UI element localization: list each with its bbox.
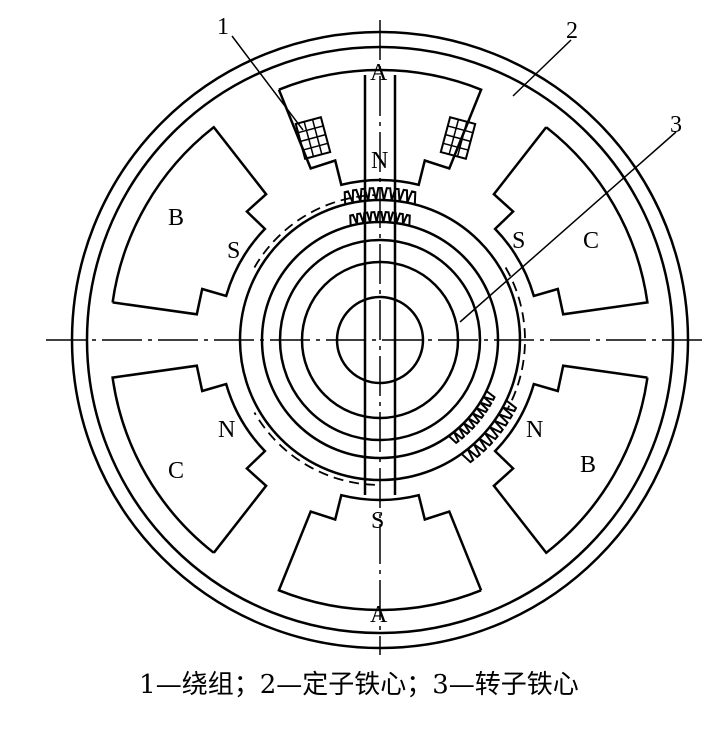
pole-label-s-bottom: S	[371, 508, 384, 534]
stator-pole-6	[111, 125, 268, 316]
winding-left-coil-grid-h	[302, 142, 329, 151]
callout-3: 3	[670, 112, 682, 138]
phase-label-b-right: B	[580, 452, 596, 478]
winding-left-coil	[294, 116, 332, 160]
pole-label-n-right: N	[526, 417, 543, 443]
pole-label-s-right: S	[512, 228, 525, 254]
callout-leader-2	[512, 39, 572, 97]
winding-left-coil-grid-h	[297, 125, 324, 134]
winding-right-coil-grid-h	[445, 133, 471, 143]
callout-leader-3	[459, 131, 677, 323]
flux-path-left-upper	[253, 194, 375, 268]
pole-label-s-left: S	[227, 238, 240, 264]
phase-label-b-left: B	[168, 205, 184, 231]
stator-pole-4	[277, 493, 483, 612]
winding-right-coil-grid-h	[447, 125, 474, 134]
flux-path-right	[504, 267, 526, 409]
callout-2: 2	[566, 18, 578, 44]
flux-path-left-lower	[253, 412, 375, 486]
figure-caption: 1—绕组；2—定子铁心；3—转子铁心	[139, 670, 579, 700]
winding-right-coil-grid-h	[442, 142, 469, 151]
stator-pole-5	[111, 364, 268, 554]
callout-leader-1	[231, 35, 304, 131]
stator-pole-2	[492, 126, 649, 316]
phase-label-a-top: A	[370, 60, 388, 86]
phase-label-a-bottom: A	[370, 602, 388, 628]
stator-pole-3	[492, 364, 649, 555]
winding-left-coil-frame	[294, 116, 332, 160]
stator-pole-1	[277, 68, 483, 187]
winding-left-coil-grid-h	[300, 133, 326, 143]
phase-label-c-right: C	[583, 228, 599, 254]
rotor-teeth-lower-right	[460, 399, 518, 464]
diagram-geometry	[46, 20, 705, 655]
winding-right-coil-frame	[439, 116, 477, 160]
callout-1: 1	[217, 14, 229, 40]
pole-label-n-top: N	[371, 148, 388, 174]
winding-right-coil	[439, 116, 477, 160]
phase-label-c-left: C	[168, 458, 184, 484]
pole-label-n-left: N	[218, 417, 235, 443]
rotor-teeth-lower-right-inner	[448, 390, 496, 445]
